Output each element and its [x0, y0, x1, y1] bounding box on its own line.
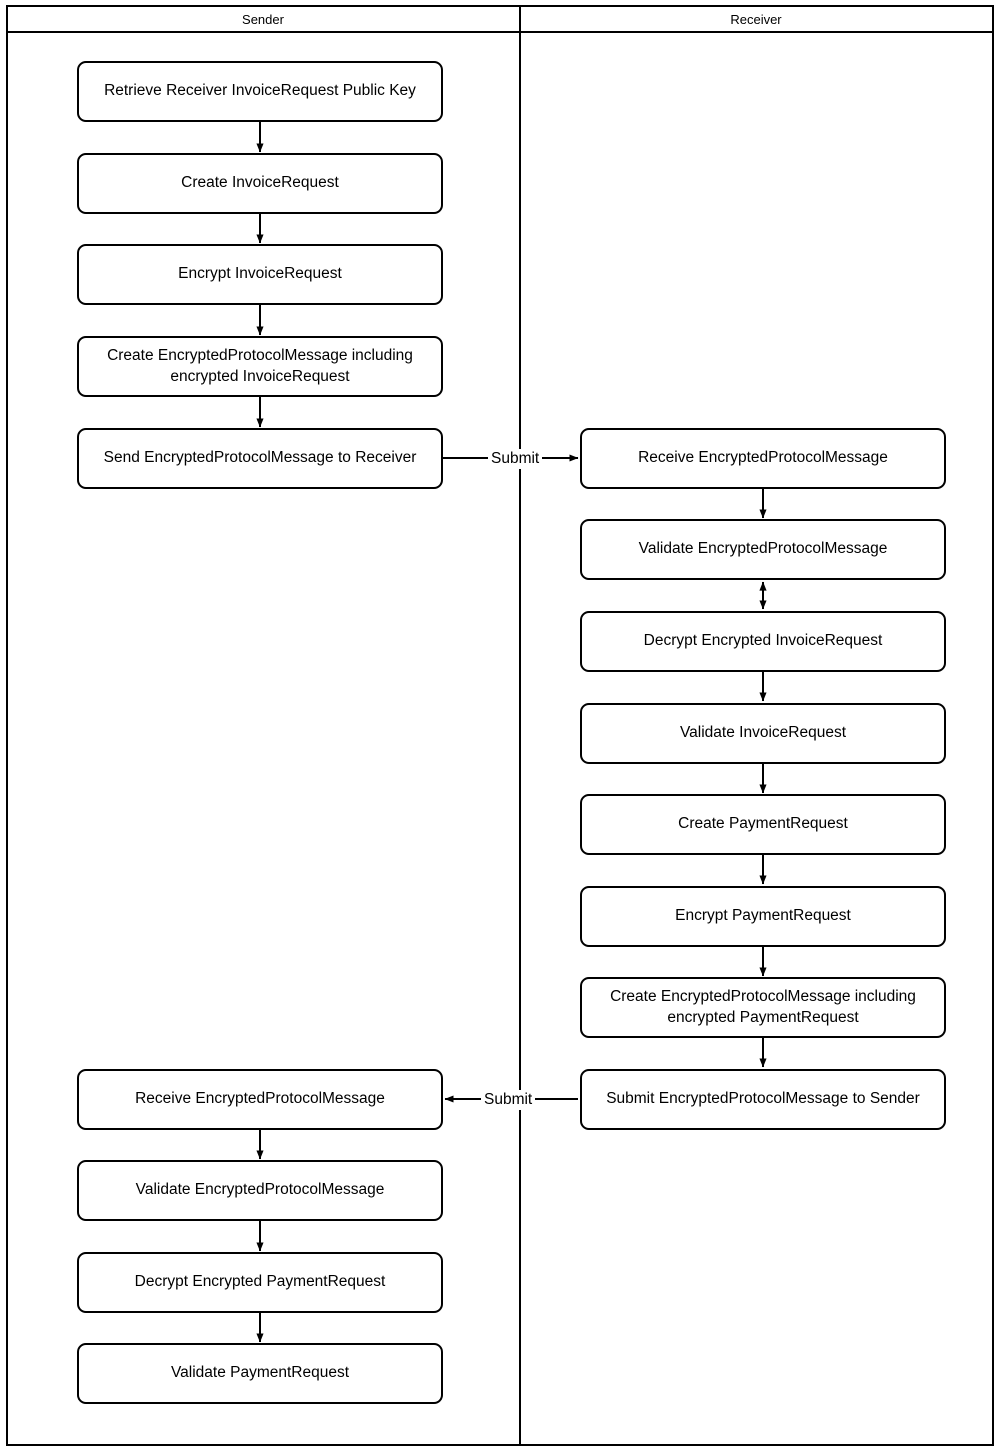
- node-validate-encryptedprotocolmessage-sender[interactable]: Validate EncryptedProtocolMessage: [77, 1160, 443, 1221]
- node-decrypt-encrypted-paymentrequest[interactable]: Decrypt Encrypted PaymentRequest: [77, 1252, 443, 1313]
- node-create-invoicerequest[interactable]: Create InvoiceRequest: [77, 153, 443, 214]
- node-retrieve-receiver-invoicerequest-public-key[interactable]: Retrieve Receiver InvoiceRequest Public …: [77, 61, 443, 122]
- lane-header-row: Sender Receiver: [8, 7, 992, 33]
- node-decrypt-encrypted-invoicerequest[interactable]: Decrypt Encrypted InvoiceRequest: [580, 611, 946, 672]
- node-validate-invoicerequest[interactable]: Validate InvoiceRequest: [580, 703, 946, 764]
- node-encrypt-paymentrequest[interactable]: Encrypt PaymentRequest: [580, 886, 946, 947]
- node-create-encryptedprotocolmessage-invoicerequest[interactable]: Create EncryptedProtocolMessage includin…: [77, 336, 443, 397]
- node-validate-paymentrequest[interactable]: Validate PaymentRequest: [77, 1343, 443, 1404]
- node-encrypt-invoicerequest[interactable]: Encrypt InvoiceRequest: [77, 244, 443, 305]
- node-receive-encryptedprotocolmessage-sender[interactable]: Receive EncryptedProtocolMessage: [77, 1069, 443, 1130]
- node-create-paymentrequest[interactable]: Create PaymentRequest: [580, 794, 946, 855]
- lane-header-sender: Sender: [242, 11, 284, 27]
- node-submit-encryptedprotocolmessage-to-sender[interactable]: Submit EncryptedProtocolMessage to Sende…: [580, 1069, 946, 1130]
- edge-label-submit-1: Submit: [488, 449, 543, 469]
- lane-divider: [519, 7, 521, 1444]
- node-validate-encryptedprotocolmessage-receiver[interactable]: Validate EncryptedProtocolMessage: [580, 519, 946, 580]
- node-create-encryptedprotocolmessage-paymentrequest[interactable]: Create EncryptedProtocolMessage includin…: [580, 977, 946, 1038]
- edge-label-submit-2: Submit: [481, 1090, 536, 1110]
- node-send-encryptedprotocolmessage-to-receiver[interactable]: Send EncryptedProtocolMessage to Receive…: [77, 428, 443, 489]
- node-receive-encryptedprotocolmessage-receiver[interactable]: Receive EncryptedProtocolMessage: [580, 428, 946, 489]
- lane-header-receiver: Receiver: [730, 11, 782, 27]
